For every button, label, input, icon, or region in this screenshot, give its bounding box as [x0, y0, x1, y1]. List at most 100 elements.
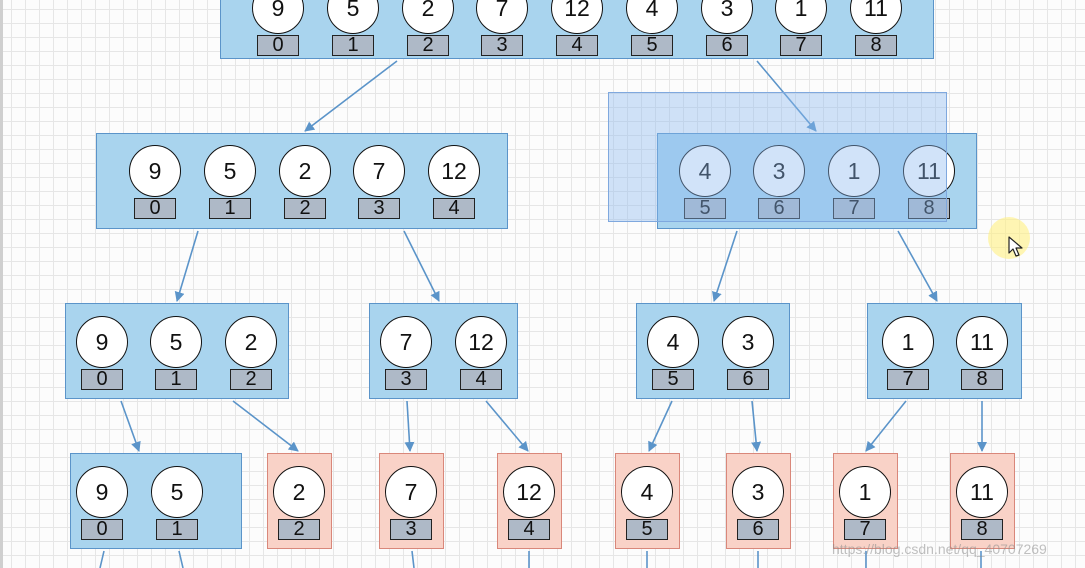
value-circle: 3 — [722, 316, 774, 368]
value-circle: 12 — [428, 145, 480, 197]
index-tag: 1 — [332, 35, 374, 56]
index-tag: 3 — [358, 198, 400, 219]
arrow-l2-0-to-l3-0 — [120, 400, 141, 452]
arrow-l1-0-to-l2-1 — [403, 230, 440, 302]
index-tag: 2 — [278, 519, 320, 540]
value-circle: 7 — [385, 466, 437, 518]
index-tag: 1 — [209, 198, 251, 219]
index-tag: 1 — [155, 369, 197, 390]
index-tag: 8 — [908, 198, 950, 219]
arrow-l1-0-to-l2-0 — [174, 230, 199, 302]
arrow-l1-1-to-l2-3 — [897, 230, 938, 302]
index-tag: 7 — [887, 369, 929, 390]
value-circle: 5 — [150, 316, 202, 368]
value-circle: 5 — [204, 145, 256, 197]
arrow-l3-2-out — [411, 550, 415, 568]
value-circle: 7 — [380, 316, 432, 368]
arrow-l2-3-to-l3-6 — [865, 400, 907, 452]
index-tag: 0 — [81, 369, 123, 390]
index-tag: 5 — [652, 369, 694, 390]
value-circle: 5 — [151, 466, 203, 518]
value-circle: 5 — [327, 0, 379, 34]
value-circle: 3 — [753, 145, 805, 197]
arrow-l2-2-to-l3-5 — [751, 400, 762, 452]
selection-marquee — [608, 92, 947, 222]
value-circle: 11 — [850, 0, 902, 34]
arrow-l1-1-to-l2-2 — [712, 230, 738, 302]
value-circle: 2 — [279, 145, 331, 197]
value-circle: 11 — [956, 316, 1008, 368]
arrow-l2-1-to-l3-2 — [404, 400, 415, 452]
arrow-l2-2-to-l3-4 — [648, 400, 673, 452]
value-circle: 7 — [476, 0, 528, 34]
value-circle: 2 — [225, 316, 277, 368]
index-tag: 2 — [230, 369, 272, 390]
index-tag: 6 — [737, 519, 779, 540]
index-tag: 0 — [134, 198, 176, 219]
value-circle: 4 — [626, 0, 678, 34]
watermark-text: https://blog.csdn.net/qq_40707269 — [832, 541, 1047, 557]
value-circle: 7 — [353, 145, 405, 197]
value-circle: 4 — [679, 145, 731, 197]
value-circle: 4 — [647, 316, 699, 368]
value-circle: 9 — [76, 466, 128, 518]
index-tag: 5 — [631, 35, 673, 56]
index-tag: 3 — [385, 369, 427, 390]
value-circle: 1 — [882, 316, 934, 368]
arrow-pointer-icon — [1008, 236, 1023, 257]
value-circle: 3 — [701, 0, 753, 34]
index-tag: 5 — [626, 519, 668, 540]
index-tag: 8 — [961, 519, 1003, 540]
index-tag: 1 — [156, 519, 198, 540]
value-circle: 1 — [775, 0, 827, 34]
index-tag: 8 — [855, 35, 897, 56]
value-circle: 1 — [828, 145, 880, 197]
arrow-l3-0-out-right — [178, 550, 184, 568]
index-tag: 3 — [390, 519, 432, 540]
arrow-l2-0-to-l3-1 — [232, 400, 299, 452]
index-tag: 2 — [284, 198, 326, 219]
index-tag: 4 — [508, 519, 550, 540]
